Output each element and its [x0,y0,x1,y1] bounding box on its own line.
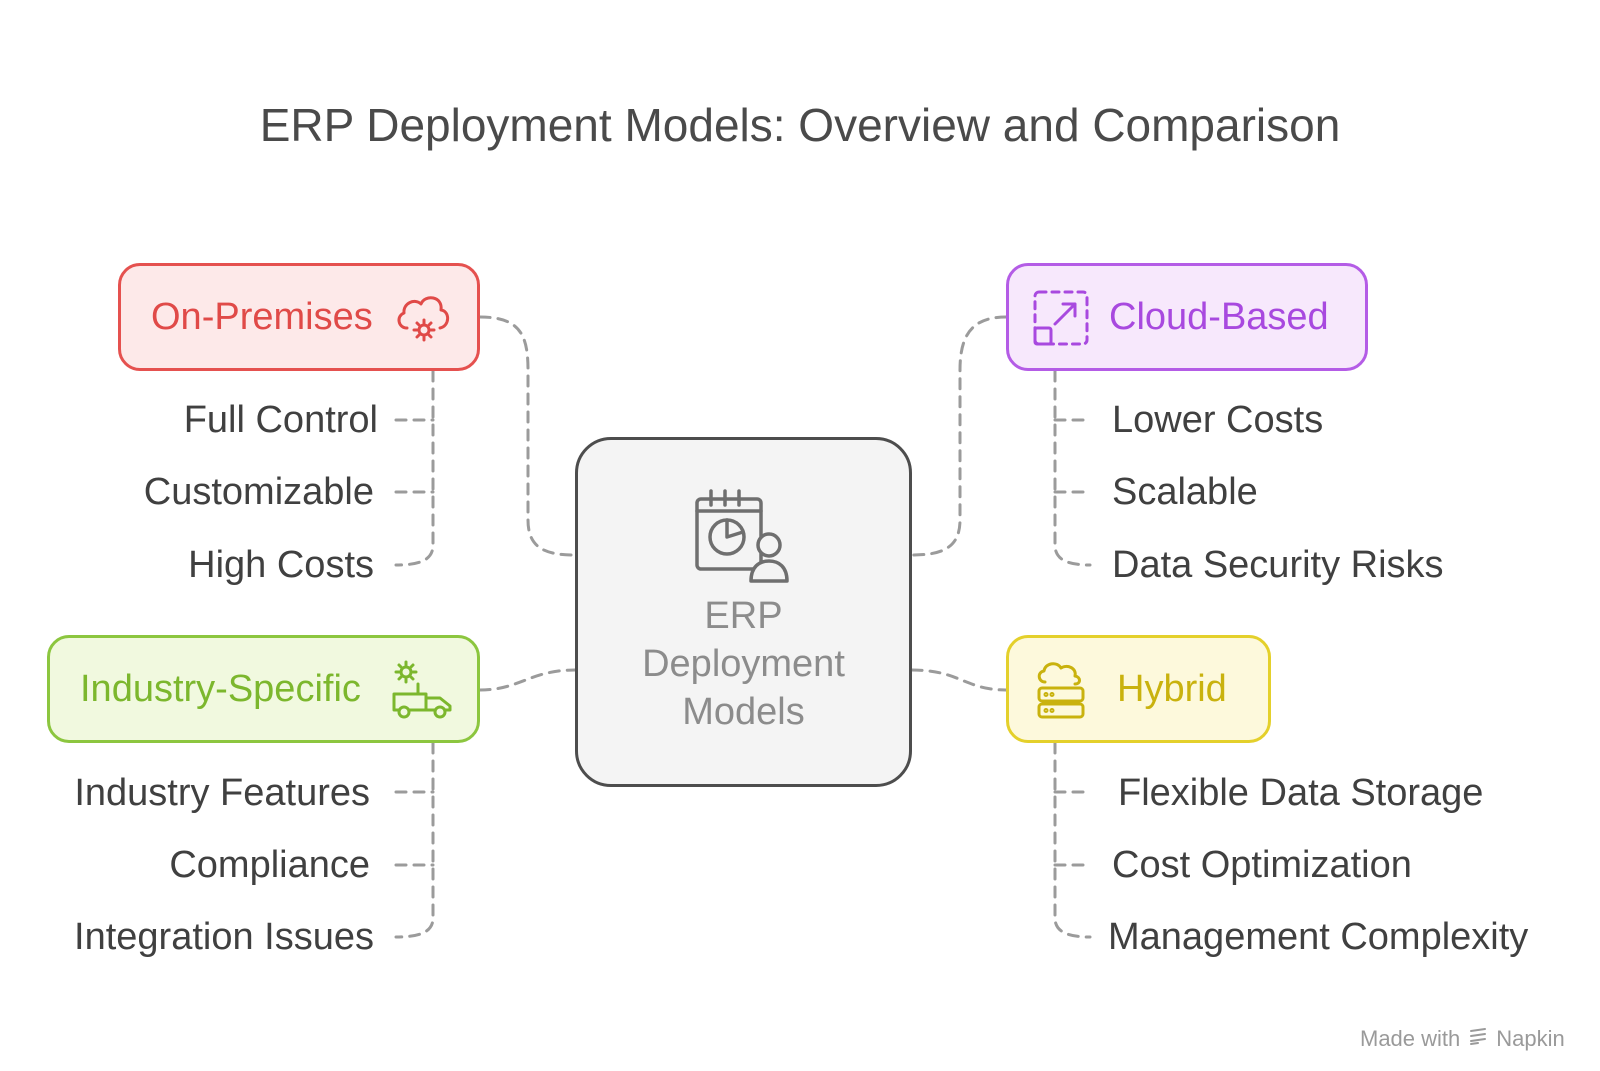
cloud-gear-icon [393,288,453,358]
node-hybrid: Hybrid [1006,635,1271,743]
watermark-brand: Napkin [1496,1026,1565,1051]
center-label: ERP Deployment Models [578,592,909,736]
center-label-line-2: Deployment [642,643,845,685]
list-item: Lower Costs [1112,399,1324,441]
list-item: High Costs [188,544,374,586]
list-item: Full Control [183,399,378,441]
watermark: Made with Napkin [1360,1026,1565,1052]
list-item: Industry Features [74,772,370,814]
spine-industry [394,741,435,939]
node-cloud-based: Cloud-Based [1006,263,1368,371]
node-industry-specific: Industry-Specific [47,635,480,743]
node-on-premises-label: On-Premises [151,296,373,338]
node-hybrid-label: Hybrid [1117,668,1227,710]
center-label-line-3: Models [682,691,805,733]
connector-hybrid-center [910,668,1008,692]
list-item: Flexible Data Storage [1118,772,1484,814]
connector-onprem-center [478,315,577,557]
center-node: ERP Deployment Models [575,437,912,787]
list-item: Compliance [169,844,370,886]
center-label-line-1: ERP [704,595,783,637]
node-on-premises: On-Premises [118,263,480,371]
list-item: Cost Optimization [1112,844,1412,886]
node-industry-specific-label: Industry-Specific [80,668,361,710]
cloud-server-icon [1031,660,1091,730]
spine-hybrid [1053,741,1092,939]
list-item: Integration Issues [74,916,374,958]
list-item: Data Security Risks [1112,544,1444,586]
node-cloud-based-label: Cloud-Based [1109,296,1329,338]
watermark-prefix: Made with [1360,1026,1461,1051]
list-item: Management Complexity [1108,916,1529,958]
calendar-chart-user-icon [691,485,795,594]
truck-gear-icon [392,660,456,730]
connector-cloud-center [910,315,1008,557]
connector-industry-center [478,668,577,692]
napkin-logo-icon [1468,1026,1488,1052]
list-item: Customizable [143,471,374,513]
expand-arrow-icon [1031,288,1091,358]
spine-cloud [1053,369,1092,567]
list-item: Scalable [1112,471,1258,513]
spine-onprem [394,369,435,567]
diagram-title: ERP Deployment Models: Overview and Comp… [259,99,1341,151]
